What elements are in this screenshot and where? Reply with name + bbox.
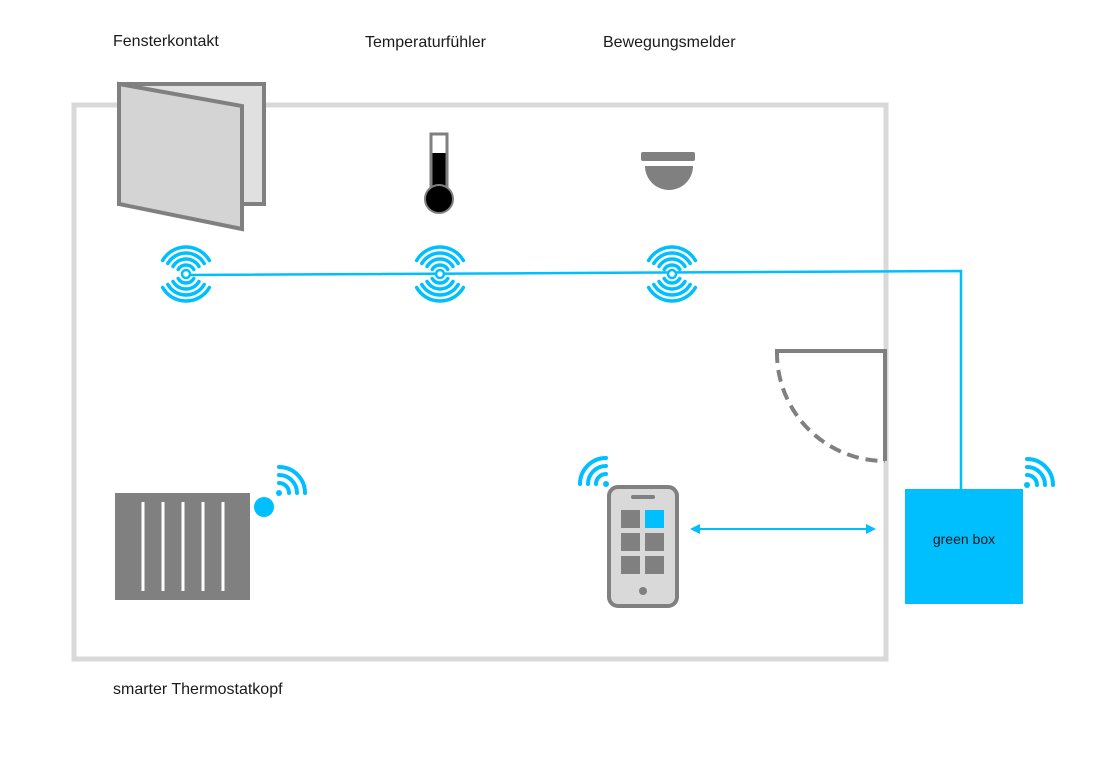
door-icon bbox=[774, 349, 887, 463]
sensor-bus-line bbox=[185, 269, 963, 490]
thermostat-wifi-icon bbox=[276, 465, 307, 496]
window-icon bbox=[117, 81, 266, 232]
hub-label: green box bbox=[933, 531, 995, 547]
label-thermostat: smarter Thermostatkopf bbox=[113, 681, 283, 698]
radiator-icon bbox=[115, 493, 250, 600]
phone-hub-arrow bbox=[690, 524, 876, 534]
label-motion-sensor: Bewegungsmelder bbox=[603, 34, 736, 51]
wireless-signal-icon bbox=[646, 245, 698, 303]
motion-sensor-icon bbox=[641, 152, 695, 190]
label-window-contact: Fensterkontakt bbox=[113, 33, 219, 50]
wireless-signal-icon bbox=[160, 245, 212, 303]
thermometer-icon bbox=[424, 132, 454, 214]
wireless-signal-icon bbox=[414, 245, 466, 303]
hub-box: green box bbox=[905, 489, 1023, 604]
thermostat-head-icon bbox=[254, 497, 274, 517]
smartphone-icon bbox=[607, 485, 679, 608]
phone-wifi-icon bbox=[578, 456, 609, 487]
wireless-links bbox=[185, 269, 963, 490]
hub-wifi-icon bbox=[1024, 457, 1055, 488]
label-temperature-sensor: Temperaturfühler bbox=[365, 34, 486, 51]
